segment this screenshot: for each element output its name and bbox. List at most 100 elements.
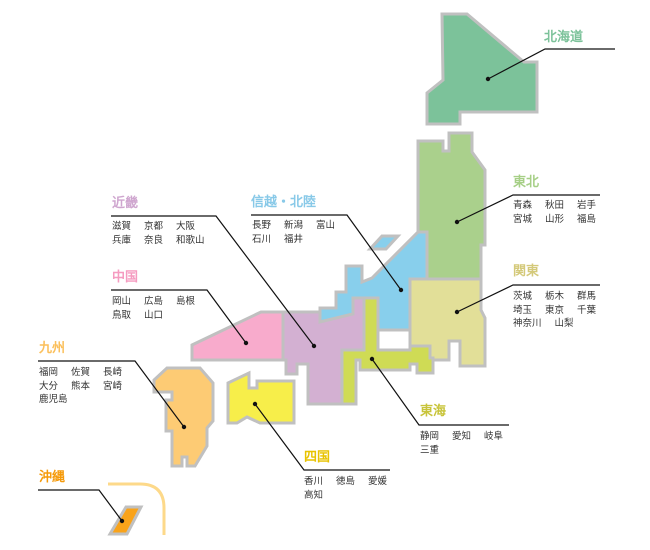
region-label-kanto[interactable]: 関東 <box>513 264 540 279</box>
region-shape-okinawa[interactable] <box>107 505 144 536</box>
region-shape-sado-island[interactable] <box>366 234 402 251</box>
prefecture-chiba[interactable]: 千葉 <box>577 304 597 316</box>
leader-line-hokkaido <box>487 48 615 80</box>
prefecture-row: 鹿児島 <box>39 393 122 407</box>
prefecture-saga[interactable]: 佐賀 <box>71 367 91 378</box>
prefecture-okayama[interactable]: 岡山 <box>112 296 132 307</box>
prefecture-tokushima[interactable]: 徳島 <box>336 476 356 487</box>
prefecture-miyazaki[interactable]: 宮崎 <box>103 380 123 392</box>
prefecture-yamanashi[interactable]: 山梨 <box>554 318 574 329</box>
prefecture-saitama[interactable]: 埼玉 <box>513 304 533 316</box>
leader-dots <box>119 76 491 524</box>
region-label-tokai[interactable]: 東海 <box>420 404 447 419</box>
prefecture-shizuoka[interactable]: 静岡 <box>420 431 440 442</box>
prefecture-row: 神奈川 山梨 <box>513 317 596 331</box>
region-shape-shikoku[interactable] <box>226 370 296 425</box>
region-label-shinetsu-hokuriku[interactable]: 信越・北陸 <box>251 195 317 210</box>
prefecture-aichi[interactable]: 愛知 <box>452 431 472 442</box>
prefecture-tochigi[interactable]: 栃木 <box>545 291 565 302</box>
leader-line-kyushu <box>38 360 185 428</box>
prefecture-oita[interactable]: 大分 <box>39 380 59 392</box>
leader-line-kanto <box>456 284 600 313</box>
region-shape-hokkaido[interactable] <box>425 12 539 126</box>
prefecture-kagoshima[interactable]: 鹿児島 <box>39 394 68 405</box>
leader-lines <box>38 48 615 522</box>
prefecture-osaka[interactable]: 大阪 <box>176 221 196 232</box>
prefecture-wakayama[interactable]: 和歌山 <box>176 234 205 246</box>
leader-line-okinawa <box>38 489 123 522</box>
region-label-hokkaido[interactable]: 北海道 <box>544 30 584 45</box>
prefecture-list-kinki: 滋賀 京都 大阪 兵庫 奈良 和歌山 <box>112 220 205 247</box>
prefecture-list-shikoku: 香川 徳島 愛媛 高知 <box>304 475 387 502</box>
prefecture-fukui[interactable]: 福井 <box>284 233 304 245</box>
prefecture-toyama[interactable]: 富山 <box>316 220 336 231</box>
prefecture-row: 静岡 愛知 岐阜 <box>420 430 503 444</box>
prefecture-row: 岡山 広島 島根 <box>112 295 195 309</box>
prefecture-hyogo[interactable]: 兵庫 <box>112 234 132 246</box>
prefecture-row: 香川 徳島 愛媛 <box>304 475 387 489</box>
region-shape-kinki[interactable] <box>281 296 366 406</box>
prefecture-shimane[interactable]: 島根 <box>176 296 196 307</box>
prefecture-row: 三重 <box>420 444 503 458</box>
prefecture-ibaraki[interactable]: 茨城 <box>513 291 533 302</box>
prefecture-row: 宮城 山形 福島 <box>513 213 596 227</box>
prefecture-gunma[interactable]: 群馬 <box>577 291 597 302</box>
prefecture-list-kanto: 茨城 栃木 群馬 埼玉 東京 千葉 神奈川 山梨 <box>513 290 596 331</box>
dot-shikoku <box>252 401 258 407</box>
dot-chugoku <box>243 340 249 346</box>
prefecture-iwate[interactable]: 岩手 <box>577 200 597 211</box>
prefecture-ehime[interactable]: 愛媛 <box>368 476 388 487</box>
prefecture-list-tohoku: 青森 秋田 岩手 宮城 山形 福島 <box>513 199 596 226</box>
prefecture-kanagawa[interactable]: 神奈川 <box>513 318 542 329</box>
dot-okinawa <box>119 518 125 524</box>
prefecture-yamagata[interactable]: 山形 <box>545 213 565 225</box>
prefecture-miyagi[interactable]: 宮城 <box>513 213 533 225</box>
prefecture-list-shinetsu-hokuriku: 長野 新潟 富山 石川 福井 <box>252 219 335 246</box>
prefecture-ishikawa[interactable]: 石川 <box>252 233 272 245</box>
prefecture-kumamoto[interactable]: 熊本 <box>71 380 91 392</box>
prefecture-list-chugoku: 岡山 広島 島根 鳥取 山口 <box>112 295 195 322</box>
prefecture-shiga[interactable]: 滋賀 <box>112 221 132 232</box>
prefecture-tokyo[interactable]: 東京 <box>545 304 565 316</box>
prefecture-mie[interactable]: 三重 <box>420 444 440 456</box>
region-label-kinki[interactable]: 近畿 <box>112 196 139 211</box>
region-label-okinawa[interactable]: 沖縄 <box>39 470 66 485</box>
prefecture-list-kyushu: 福岡 佐賀 長崎 大分 熊本 宮崎 鹿児島 <box>39 366 122 407</box>
prefecture-gifu[interactable]: 岐阜 <box>484 431 504 442</box>
prefecture-row: 石川 福井 <box>252 233 335 247</box>
region-shape-kyushu[interactable] <box>152 366 215 468</box>
prefecture-nagasaki[interactable]: 長崎 <box>103 367 123 378</box>
dot-tokai <box>369 356 375 362</box>
prefecture-kyoto[interactable]: 京都 <box>144 221 164 232</box>
prefecture-kochi[interactable]: 高知 <box>304 489 324 501</box>
prefecture-fukushima[interactable]: 福島 <box>577 213 597 225</box>
prefecture-fukuoka[interactable]: 福岡 <box>39 367 59 378</box>
prefecture-hiroshima[interactable]: 広島 <box>144 296 164 307</box>
prefecture-kagawa[interactable]: 香川 <box>304 476 324 487</box>
prefecture-row: 埼玉 東京 千葉 <box>513 304 596 318</box>
region-label-shikoku[interactable]: 四国 <box>304 450 331 465</box>
region-shape-chugoku[interactable] <box>190 310 285 362</box>
leader-line-tokai <box>371 358 509 426</box>
dot-kinki <box>311 343 317 349</box>
prefecture-row: 青森 秋田 岩手 <box>513 199 596 213</box>
prefecture-nagano[interactable]: 長野 <box>252 220 272 231</box>
prefecture-yamaguchi[interactable]: 山口 <box>144 309 164 321</box>
prefecture-nara[interactable]: 奈良 <box>144 234 164 246</box>
prefecture-akita[interactable]: 秋田 <box>545 200 565 211</box>
okinawa-inset-frame <box>108 482 166 535</box>
prefecture-niigata[interactable]: 新潟 <box>284 220 304 231</box>
dot-hokkaido <box>485 76 491 82</box>
leader-line-kinki <box>111 215 315 347</box>
prefecture-aomori[interactable]: 青森 <box>513 200 533 211</box>
leader-line-shikoku <box>254 403 390 471</box>
region-label-kyushu[interactable]: 九州 <box>39 341 66 356</box>
region-label-tohoku[interactable]: 東北 <box>513 175 540 190</box>
prefecture-row: 鳥取 山口 <box>112 309 195 323</box>
prefecture-row: 高知 <box>304 489 387 503</box>
prefecture-row: 福岡 佐賀 長崎 <box>39 366 122 380</box>
prefecture-tottori[interactable]: 鳥取 <box>112 309 132 321</box>
prefecture-row: 茨城 栃木 群馬 <box>513 290 596 304</box>
region-label-chugoku[interactable]: 中国 <box>112 270 139 285</box>
